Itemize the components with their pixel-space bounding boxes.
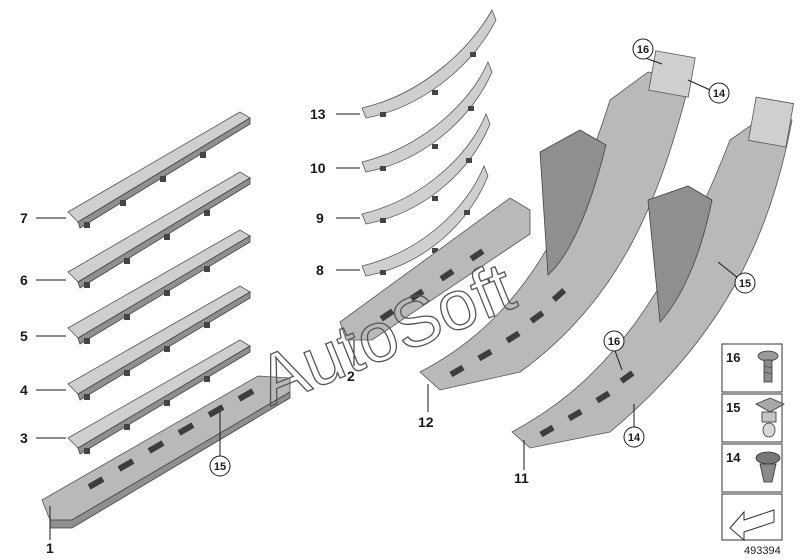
callout-3: 3 bbox=[20, 430, 28, 446]
fastener-legend: 16 15 14 bbox=[721, 343, 785, 542]
callout-13: 13 bbox=[310, 106, 326, 122]
circled-callouts: 15 16 14 15 16 14 bbox=[209, 38, 756, 477]
circled-callout-15-right: 15 bbox=[734, 272, 756, 294]
push-clip-icon bbox=[755, 451, 781, 483]
curved-strip-8 bbox=[361, 164, 489, 277]
callout-9: 9 bbox=[316, 210, 324, 226]
callout-labels: 1 2 3 4 5 6 7 8 9 10 11 12 13 bbox=[20, 106, 529, 556]
curved-strip-13 bbox=[361, 9, 497, 119]
svg-text:16: 16 bbox=[637, 44, 649, 56]
sill-base-1 bbox=[41, 375, 291, 529]
callout-1: 1 bbox=[46, 540, 54, 556]
svg-text:15: 15 bbox=[739, 278, 751, 290]
svg-text:14: 14 bbox=[628, 432, 641, 444]
circled-callout-16-top: 16 bbox=[632, 38, 654, 60]
svg-text:16: 16 bbox=[726, 350, 740, 365]
pillar-trim-12 bbox=[419, 50, 696, 391]
callout-2: 2 bbox=[347, 368, 355, 384]
callout-8: 8 bbox=[316, 262, 324, 278]
callout-11: 11 bbox=[514, 470, 529, 486]
sill-base-2 bbox=[339, 197, 531, 341]
circled-callout-15-left: 15 bbox=[209, 455, 231, 477]
svg-text:15: 15 bbox=[726, 400, 740, 415]
svg-text:16: 16 bbox=[608, 336, 620, 348]
svg-text:14: 14 bbox=[726, 450, 741, 465]
sill-strip-6 bbox=[67, 171, 251, 289]
sill-strip-7 bbox=[67, 111, 251, 229]
screw-icon bbox=[757, 350, 779, 383]
pillar-trim-11 bbox=[511, 96, 794, 449]
sill-strip-5 bbox=[67, 229, 251, 345]
callout-4: 4 bbox=[20, 382, 28, 398]
callout-5: 5 bbox=[20, 328, 28, 344]
curved-strip-9 bbox=[361, 112, 491, 225]
leader-lines bbox=[36, 55, 739, 540]
circled-callout-14-lower: 14 bbox=[623, 426, 645, 448]
document-number: 493394 bbox=[744, 545, 781, 557]
curved-strip-10 bbox=[361, 60, 493, 173]
svg-text:15: 15 bbox=[214, 461, 226, 473]
circled-callout-14-top: 14 bbox=[708, 82, 730, 104]
sill-strip-4 bbox=[67, 285, 251, 401]
sill-strip-3 bbox=[67, 339, 251, 455]
legend-row-14: 14 bbox=[726, 450, 781, 483]
clip-nut-icon bbox=[755, 397, 785, 438]
legend-row-15: 15 bbox=[726, 397, 785, 438]
callout-10: 10 bbox=[310, 160, 326, 176]
arrow-icon bbox=[729, 509, 775, 542]
callout-12: 12 bbox=[418, 414, 434, 430]
svg-text:14: 14 bbox=[713, 88, 726, 100]
callout-6: 6 bbox=[20, 272, 28, 288]
legend-row-16: 16 bbox=[726, 350, 779, 383]
circled-callout-16-lower: 16 bbox=[603, 330, 625, 352]
callout-7: 7 bbox=[20, 210, 28, 226]
